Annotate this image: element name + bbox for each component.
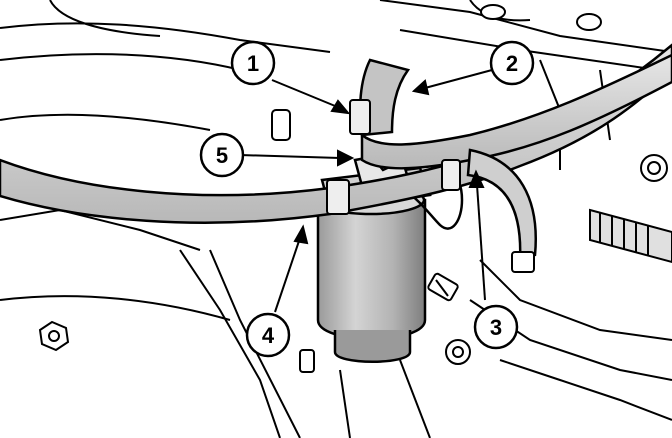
stud-left — [271, 109, 291, 141]
cap-top-right — [576, 13, 602, 31]
cap-right — [640, 154, 668, 182]
callout-2-label: 2 — [506, 51, 518, 76]
hardware-fittings — [38, 4, 668, 373]
callout-2: 2 — [489, 40, 535, 86]
ribbed-pipe-right — [589, 208, 672, 264]
right-fuel-line — [466, 148, 537, 273]
bolt-left — [38, 320, 70, 352]
callout-1-label: 1 — [247, 51, 259, 76]
hose-clamps — [326, 99, 461, 215]
callout-4: 4 — [245, 312, 291, 358]
bolt-lower-center — [445, 339, 471, 365]
cap-top — [480, 4, 506, 20]
callout-4-label: 4 — [262, 323, 275, 348]
callout-3: 3 — [473, 304, 519, 350]
upper-hose — [358, 53, 672, 170]
leader-lines — [239, 69, 493, 313]
callout-3-label: 3 — [490, 315, 502, 340]
callout-1: 1 — [230, 40, 276, 86]
small-bracket — [299, 349, 315, 373]
callout-5-label: 5 — [216, 143, 228, 168]
callout-5: 5 — [199, 132, 245, 178]
line-connector — [427, 272, 459, 302]
